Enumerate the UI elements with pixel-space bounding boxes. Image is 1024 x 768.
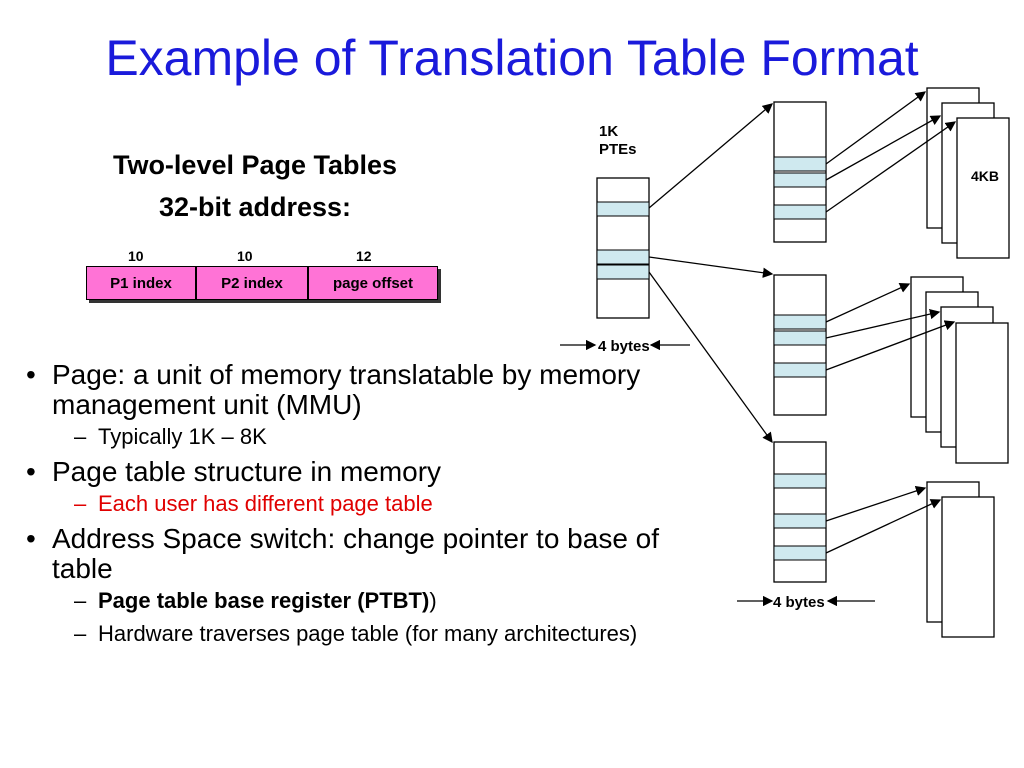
bullet-glyph: •	[26, 523, 36, 554]
bullet-address-space-text: Address Space switch: change pointer to …	[52, 523, 660, 584]
field-p2-index: P2 index	[197, 267, 309, 299]
pte-entry	[596, 264, 650, 280]
pte-entry	[596, 249, 650, 265]
pte-entry	[773, 473, 827, 489]
bullet-glyph: •	[26, 456, 36, 487]
field-page-offset: page offset	[332, 274, 413, 292]
sub-bullet-each-user-text: Each user has different page table	[98, 491, 433, 516]
dash-glyph: –	[74, 588, 87, 613]
slide-title: Example of Translation Table Format	[105, 30, 919, 86]
sub-bullet-typical-size-text: Typically 1K – 8K	[98, 424, 267, 449]
pte-entry	[773, 545, 827, 561]
arrow	[825, 115, 942, 181]
pte-entry	[773, 330, 827, 346]
bits-p1: 10	[128, 248, 144, 264]
label-ptes: PTEs	[599, 141, 637, 158]
label-4-bytes-bottom: 4 bytes	[773, 594, 825, 611]
arrow	[648, 271, 773, 444]
pte-entry	[773, 314, 827, 330]
dash-glyph: –	[74, 424, 87, 449]
subtitle-line2: 32-bit address:	[158, 192, 352, 222]
sub-bullet-each-user: – Each user has different page table	[26, 491, 686, 516]
bullet-page: • Page: a unit of memory translatable by…	[26, 360, 686, 420]
arrow	[825, 91, 927, 165]
second-level-table-3	[773, 441, 827, 583]
dash-glyph: –	[74, 621, 87, 646]
sub-bullet-ptbt: – Page table base register (PTBT))	[26, 588, 686, 613]
arrow	[648, 103, 773, 209]
pte-entry	[773, 172, 827, 188]
address-format-bar: P1 index P2 index page offset	[86, 266, 438, 300]
sub-bullet-hardware-text: Hardware traverses page table (for many …	[98, 621, 638, 646]
label-1k: 1K	[599, 123, 619, 140]
bullet-structure-text: Page table structure in memory	[52, 456, 442, 487]
dash-glyph: –	[74, 491, 87, 516]
pte-entry	[596, 201, 650, 217]
top-level-table	[596, 177, 650, 319]
arrow	[825, 121, 957, 213]
subtitle-line1: Two-level Page Tables	[112, 150, 398, 180]
subtitle: Two-level Page Tables 32-bit address:	[40, 144, 470, 228]
page-frame	[956, 117, 1010, 259]
bullet-structure: • Page table structure in memory	[26, 457, 686, 487]
pte-entry	[773, 204, 827, 220]
bits-p2: 10	[237, 248, 253, 264]
sub-bullet-hardware: – Hardware traverses page table (for man…	[26, 621, 686, 646]
arrow	[825, 308, 941, 339]
bullet-address-space: • Address Space switch: change pointer t…	[26, 524, 686, 584]
sub-bullet-ptbt-bold: Page table base register (PTBT)	[98, 588, 430, 613]
second-level-table-1	[773, 101, 827, 243]
arrow	[825, 485, 927, 522]
arrow	[825, 283, 911, 323]
arrow	[648, 256, 774, 278]
pte-entry	[773, 362, 827, 378]
field-p1-index: P1 index	[87, 267, 197, 299]
pte-entry	[773, 513, 827, 529]
bullet-glyph: •	[26, 359, 36, 390]
arrow	[825, 320, 956, 371]
sub-bullet-ptbt-rest: )	[429, 588, 437, 613]
page-frame	[955, 322, 1009, 464]
bullet-page-text: Page: a unit of memory translatable by m…	[52, 359, 641, 420]
bits-offset: 12	[356, 248, 372, 264]
label-4-bytes-top: 4 bytes	[598, 338, 650, 355]
label-1k-ptes: 1K PTEs	[599, 123, 637, 159]
label-4kb: 4KB	[971, 168, 1000, 184]
bullet-list: • Page: a unit of memory translatable by…	[26, 360, 686, 654]
page-frame	[941, 496, 995, 638]
arrow	[825, 499, 942, 554]
sub-bullet-typical-size: – Typically 1K – 8K	[26, 424, 686, 449]
pte-entry	[773, 156, 827, 172]
